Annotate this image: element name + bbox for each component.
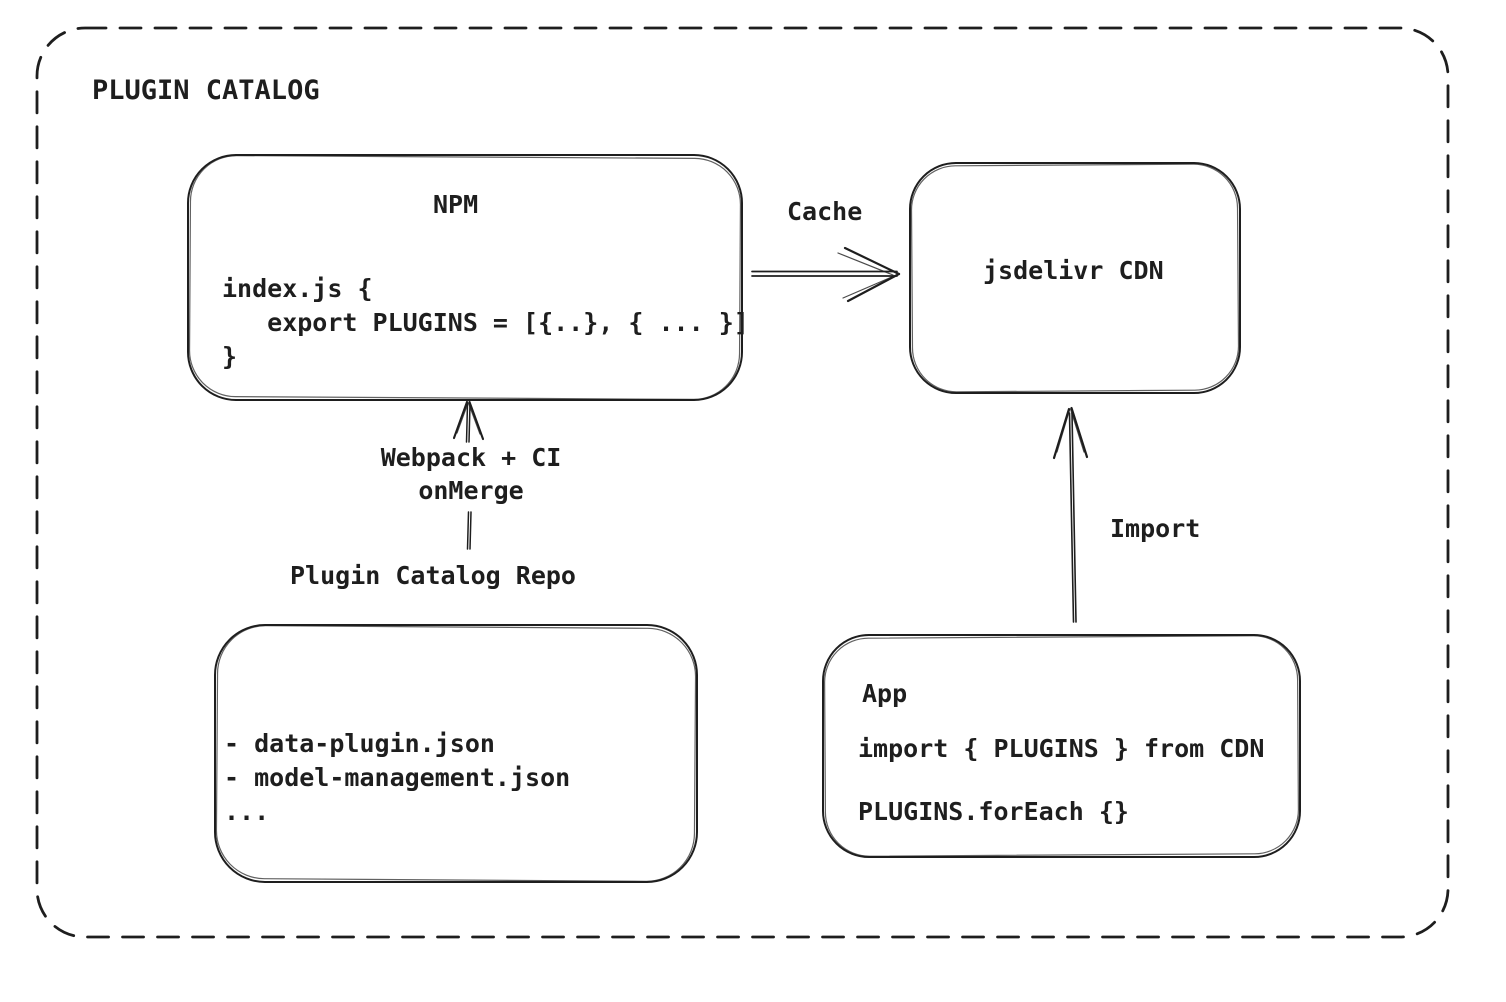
catalog-boundary-outline [35, 26, 1450, 939]
build-arrow [452, 400, 485, 550]
repo-box-outline [214, 624, 698, 883]
app-box-outline [822, 634, 1301, 858]
npm-box-outline [187, 154, 743, 401]
build-arrow-label: Webpack + CI onMerge [380, 443, 562, 505]
app-box-title: App [862, 679, 908, 708]
app-import-line: import { PLUGINS } from CDN [858, 734, 1265, 763]
cache-arrow [751, 246, 901, 303]
cdn-box-label: jsdelivr CDN [983, 256, 1164, 285]
cache-arrow-label: Cache [787, 197, 863, 226]
repo-box-label: Plugin Catalog Repo [290, 561, 576, 590]
diagram-title: PLUGIN CATALOG [92, 75, 320, 106]
import-arrow-label: Import [1110, 514, 1201, 543]
cdn-box-outline [909, 162, 1241, 394]
import-arrow [1052, 406, 1089, 623]
npm-code-block: index.js { export PLUGINS = [{..}, { ...… [222, 274, 749, 371]
app-foreach-line: PLUGINS.forEach {} [858, 797, 1129, 826]
npm-box-title: NPM [433, 190, 479, 219]
repo-files-list: - data-plugin.json - model-management.js… [224, 729, 571, 826]
